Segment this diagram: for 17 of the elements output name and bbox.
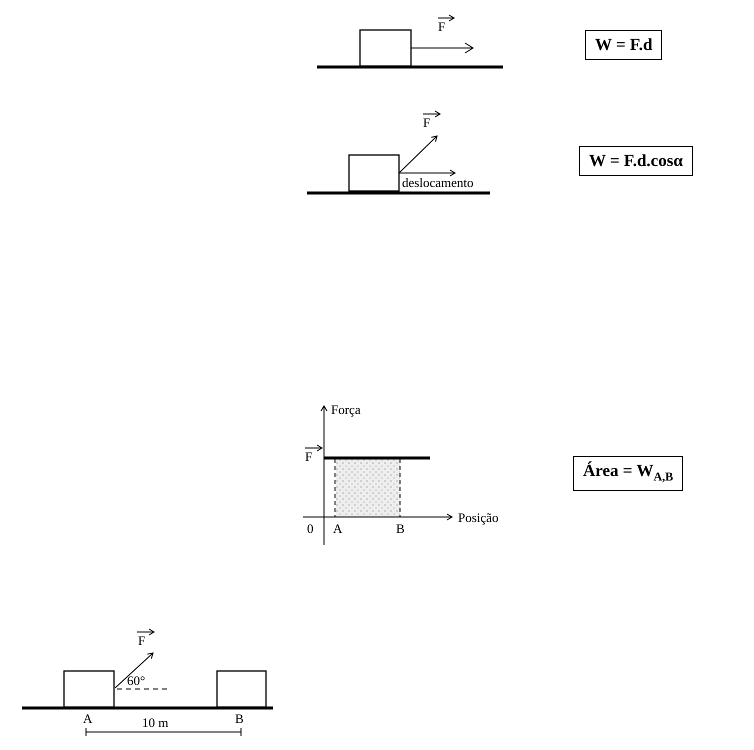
formula-box: W = F.d.cosα: [579, 146, 693, 176]
point-label: B: [235, 712, 244, 726]
axis-label: F: [305, 450, 312, 464]
angle-label: 60°: [127, 674, 146, 688]
dimension-label: 10 m: [142, 716, 168, 730]
force-label: F: [423, 116, 430, 130]
axis-label: Posição: [458, 511, 498, 525]
point-label: A: [83, 712, 92, 726]
axis-label: B: [396, 522, 405, 536]
formula-box: Área = W$_{A,B}$: [573, 456, 684, 492]
axis-label: A: [333, 522, 342, 536]
force-label: F: [138, 634, 146, 648]
formula-box: W = F.d: [585, 30, 662, 60]
axis-label: Força: [331, 403, 361, 417]
axis-label: 0: [307, 522, 314, 536]
force-label: F: [438, 20, 446, 34]
displacement-label: deslocamento: [402, 176, 474, 190]
